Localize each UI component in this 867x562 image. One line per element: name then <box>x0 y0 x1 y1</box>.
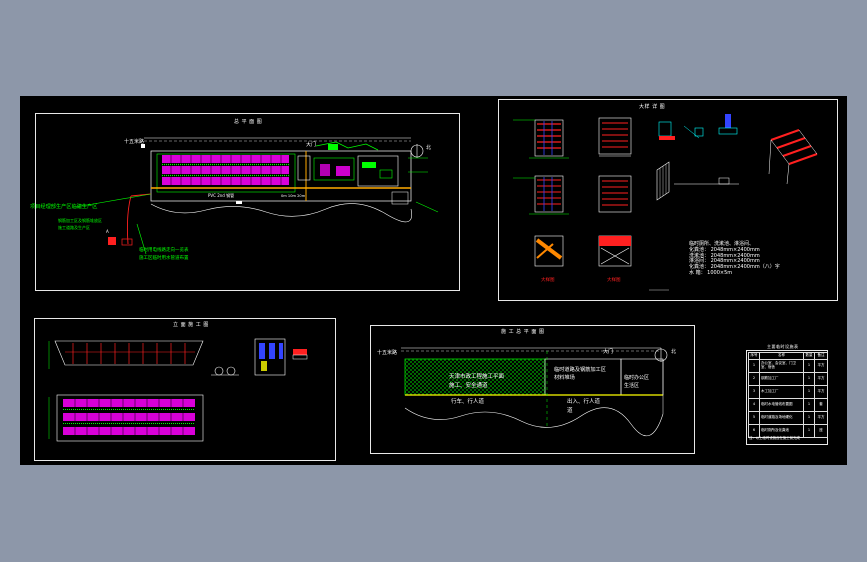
table-cell: 1 <box>803 358 815 373</box>
detail-note: 临时厕所、洗漱池、淋浴间、 <box>689 241 755 247</box>
site-plan-frame[interactable]: 总 平 面 图 <box>30 113 460 291</box>
detail-caption-1: 大样图 <box>541 278 555 283</box>
site-plan-drawing <box>75 137 439 255</box>
table-cell: 1 <box>748 358 760 373</box>
layout-zone-3: 临时办公区 <box>624 375 650 381</box>
table-header-cell: 备注 <box>814 352 828 360</box>
table-row: 2 钢筋加工厂 1 平方 <box>748 371 828 386</box>
table-header-cell: 名称 <box>759 352 804 360</box>
facility-table: 序号 名称 数量 备注 1 办公室、会议室、门卫室、宿舍 1 平方 2 钢筋加工… <box>748 352 828 438</box>
table-cell: 办公室、会议室、门卫室、宿舍 <box>759 358 804 373</box>
site-plan-note-1: 项目经理部生产区临建生产区 <box>30 204 98 210</box>
site-plan-gate-label: 大门 <box>306 142 317 148</box>
detail-note: 洗漱池： 2048mm×2400mm <box>689 252 760 259</box>
table-row: 1 办公室、会议室、门卫室、宿舍 1 平方 <box>748 358 828 373</box>
layout-lane-1: 行车、行人道 <box>451 399 485 405</box>
detail-frame[interactable]: 大样 详 图 <box>498 99 838 301</box>
site-plan-title: 总 平 面 图 <box>234 119 263 125</box>
table-cell: 3 <box>748 384 760 399</box>
site-plan-mark: A <box>106 229 109 234</box>
table-cell: 平方 <box>814 358 828 373</box>
elevation-frame[interactable]: 立 面 施 工 图 <box>34 318 336 461</box>
table-row: 4 临时水电管线布置图 1 套 <box>748 397 828 412</box>
detail-note: 化粪池： 2048mm×2400mm <box>689 246 760 253</box>
layout-zone-2: 临时道路及钢筋加工区 <box>554 367 606 373</box>
drawing-canvas[interactable]: 总 平 面 图 <box>20 96 847 465</box>
site-plan-road-label: 十五米路 <box>124 139 145 145</box>
table-header-cell: 序号 <box>748 352 760 360</box>
table-title: 主要临时设施表 <box>767 344 799 349</box>
site-plan-legend-2: 施工区临时用水管道布置 <box>139 256 189 261</box>
table-cell: 1 <box>803 423 815 438</box>
layout-gate-label: 大门 <box>603 349 614 355</box>
elevation-title: 立 面 施 工 图 <box>173 322 209 328</box>
table-cell: 平方 <box>814 410 828 425</box>
table-cell: 1 <box>803 410 815 425</box>
detail-note: 淋浴间： 2048mm×2400mm <box>689 258 760 265</box>
detail-note: 化粪池： 2048mm×2400mm（八）字 <box>689 264 780 270</box>
layout-road-label: 十五米路 <box>377 350 398 356</box>
table-cell: 5 <box>748 410 760 425</box>
site-plan-label-dim: 0m 10m 20m <box>281 194 306 198</box>
layout-zone-1b: 施工、安全通道 <box>449 383 488 389</box>
table-cell: 2 <box>748 371 760 386</box>
table-cell: 1 <box>803 397 815 412</box>
detail-notes: 临时厕所、洗漱池、淋浴间、 化粪池： 2048mm×2400mm 洗漱池： 20… <box>689 241 780 277</box>
table-row: 6 临时厕所及化粪池 1 座 <box>748 423 828 438</box>
layout-zone-3b: 生活区 <box>624 383 640 389</box>
table-cell: 1 <box>803 384 815 399</box>
site-plan-legend-1: 临时用电线路走向一览表 <box>139 248 189 253</box>
layout-title: 施 工 总 平 面 图 <box>501 329 545 335</box>
table-footer: 注：以上临时设施应在施工前完成 <box>749 436 800 440</box>
layout-north-label: 北 <box>671 349 677 355</box>
layout-zone-2b: 材料堆场 <box>554 375 575 381</box>
table-row: 3 木工加工厂 1 平方 <box>748 384 828 399</box>
table-row: 5 临时道路及场地硬化 1 平方 <box>748 410 828 425</box>
table-cell: 平方 <box>814 384 828 399</box>
table-header-row: 序号 名称 数量 备注 <box>748 352 828 360</box>
site-plan-label-plan: PVC 2nd 钢管 <box>208 193 235 198</box>
table-cell: 临时水电管线布置图 <box>759 397 804 412</box>
table-cell: 木工加工厂 <box>759 384 804 399</box>
table-cell: 套 <box>814 397 828 412</box>
table-cell: 临时道路及场地硬化 <box>759 410 804 425</box>
site-plan-note-2: 钢筋加工区及钢筋堆放区 <box>58 218 102 223</box>
table-frame[interactable]: 主要临时设施表 序号 名称 数量 备注 1 办公室、会议室、门卫室、宿舍 1 平… <box>746 344 828 445</box>
elevation-drawing <box>48 338 308 442</box>
table-header-cell: 数量 <box>803 352 815 360</box>
table-cell: 钢筋加工厂 <box>759 371 804 386</box>
detail-note: 水 箱： 1000×5m <box>689 269 733 276</box>
layout-zone-1: 天津市政工程施工平面 <box>449 374 505 380</box>
detail-caption-2: 大样图 <box>607 278 621 283</box>
table-cell: 座 <box>814 423 828 438</box>
site-plan-north-label: 北 <box>426 145 432 151</box>
layout-drawing <box>401 347 668 437</box>
table-cell: 平方 <box>814 371 828 386</box>
layout-frame[interactable]: 施 工 总 平 面 图 十五米路 大门 北 天津市政工程施工平面 施工、安全通道… <box>370 325 695 454</box>
table-cell: 1 <box>803 371 815 386</box>
table-cell: 4 <box>748 397 760 412</box>
layout-lane-2: 出入、行人道 <box>567 399 601 405</box>
detail-title: 大样 详 图 <box>639 104 666 110</box>
layout-lane-2b: 道 <box>567 408 573 414</box>
detail-drawing <box>513 114 818 291</box>
site-plan-note-3: 施工道路及生产区 <box>58 225 90 230</box>
